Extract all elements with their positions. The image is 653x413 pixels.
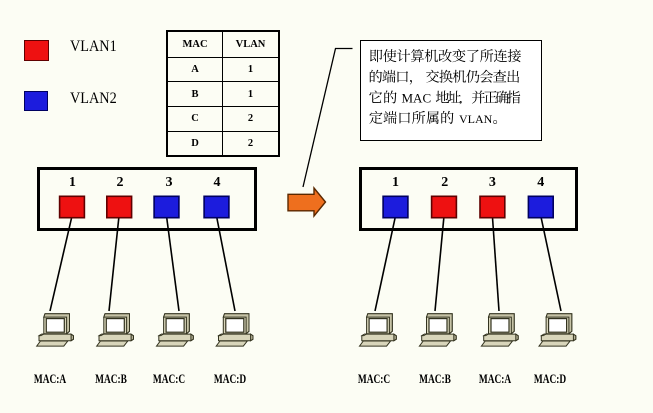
svg-text:MAC: MAC	[402, 90, 432, 105]
svg-text:,: ,	[459, 90, 462, 105]
svg-text:VLAN: VLAN	[459, 112, 493, 126]
